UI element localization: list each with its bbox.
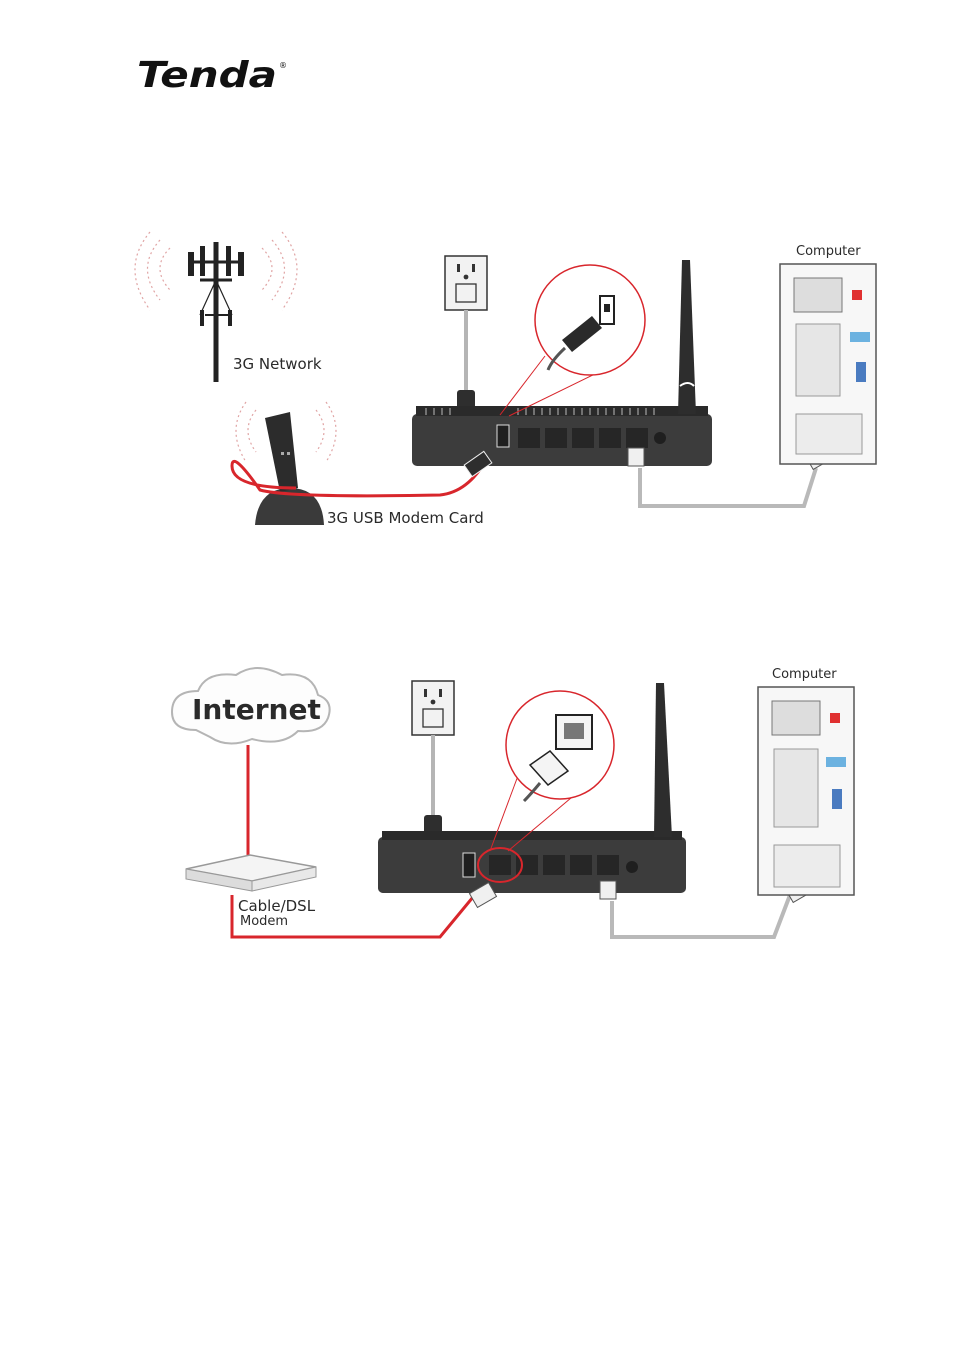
modem-label-line1: Cable/DSL [238, 897, 316, 915]
computer-label-wan: Computer [772, 667, 837, 682]
diagram-cable-dsl-connection: Internet Cable/DSL Modem [0, 655, 954, 955]
internet-label: Internet [192, 693, 321, 726]
3g-network-label: 3G Network [233, 355, 322, 373]
computer-tower-icon [780, 264, 876, 464]
wall-outlet-icon [445, 256, 487, 426]
usb-port-callout [500, 265, 645, 416]
logo-registered-mark: ® [279, 61, 287, 70]
diagram-3g-connection: 3G Network 3G USB Modem Card [0, 220, 954, 550]
logo-wordmark: Tenda [137, 56, 277, 92]
computer-label-3g: Computer [796, 244, 861, 259]
usb-modem-icon [236, 402, 336, 525]
tenda-logo: Tenda ® [137, 56, 287, 92]
wall-outlet-icon-2 [412, 681, 454, 851]
cable-dsl-modem-icon [186, 855, 316, 891]
usb-modem-label: 3G USB Modem Card [327, 509, 484, 527]
modem-label-line2: Modem [240, 914, 288, 929]
computer-tower-icon-2 [758, 687, 854, 895]
wan-port-callout [490, 691, 614, 851]
